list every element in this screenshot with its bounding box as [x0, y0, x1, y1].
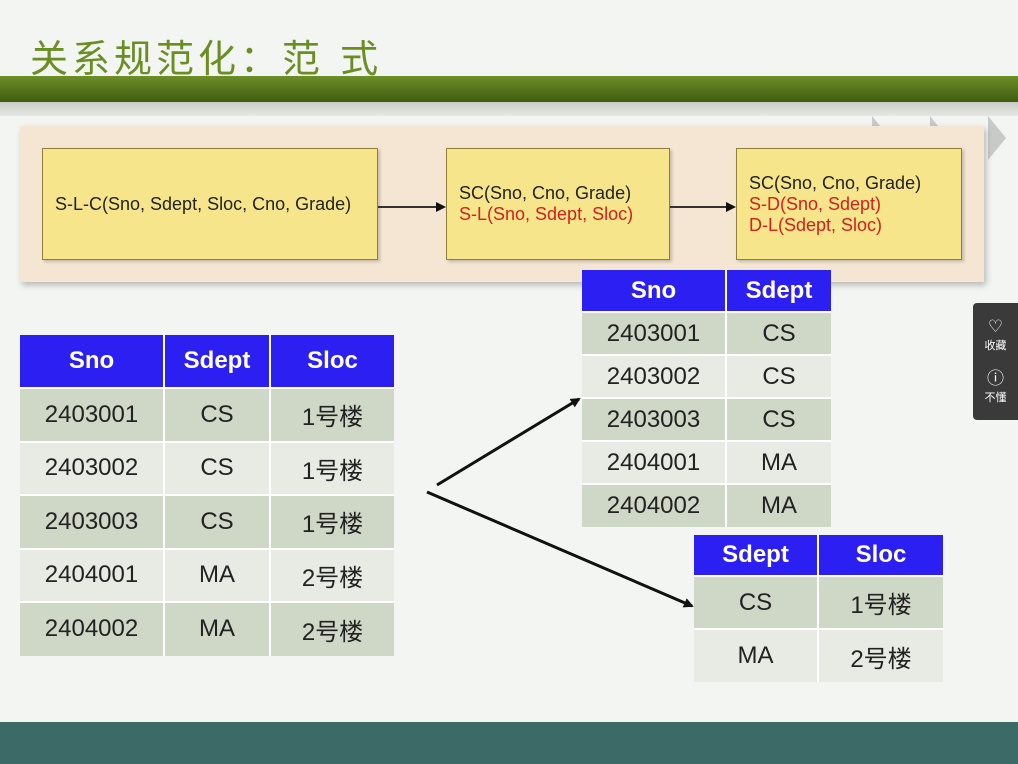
flow-box-slc: S-L-C(Sno, Sdept, Sloc, Cno, Grade)	[42, 148, 378, 260]
heart-icon: ♡	[987, 317, 1004, 337]
unclear-button[interactable]: ⓘ 不懂	[973, 369, 1018, 405]
slide-title: 关系规范化：范 式	[30, 37, 383, 81]
column-header: Sno	[20, 335, 165, 388]
table-cell: MA	[164, 601, 271, 656]
table-cell: CS	[726, 311, 831, 355]
flow-box-step2: SC(Sno, Cno, Grade) S-L(Sno, Sdept, Sloc…	[446, 148, 670, 260]
table-cell: CS	[726, 354, 831, 398]
table-cell: CS	[694, 575, 819, 629]
table-cell: 2403001	[582, 311, 727, 355]
footer-bar	[0, 722, 1018, 764]
table-cell: 1号楼	[270, 494, 394, 549]
table-cell: CS	[164, 440, 271, 495]
split-arrow-lower	[426, 490, 694, 608]
column-header: Sdept	[164, 335, 271, 388]
flow-box-step3-line2: S-D(Sno, Sdept)	[749, 193, 882, 214]
table-cell: 1号楼	[270, 387, 394, 442]
flow-box-step3-line1: SC(Sno, Cno, Grade)	[749, 172, 922, 193]
table-cell: 2号楼	[818, 628, 943, 682]
table-cell: 2403002	[20, 440, 165, 495]
table-cell: 2404002	[20, 601, 165, 656]
table-cell: 2403001	[20, 387, 165, 442]
side-action-panel: ♡ 收藏 ⓘ 不懂	[973, 303, 1018, 420]
question-icon: ⓘ	[987, 369, 1004, 389]
flow-box-step3-line3: D-L(Sdept, Sloc)	[749, 214, 883, 235]
column-header: Sdept	[726, 270, 831, 312]
unclear-label: 不懂	[984, 391, 1007, 404]
table-cell: 2号楼	[270, 601, 394, 656]
split-arrow-upper	[436, 397, 581, 487]
table-cell: CS	[164, 387, 271, 442]
flow-box-slc-line1: S-L-C(Sno, Sdept, Sloc, Cno, Grade)	[55, 193, 352, 214]
column-header: Sloc	[270, 335, 394, 388]
title-bar-shadow	[0, 102, 1018, 116]
table-cell: CS	[164, 494, 271, 549]
title-bar	[0, 76, 1018, 102]
table-cell: CS	[726, 397, 831, 441]
table-cell: MA	[694, 628, 819, 682]
table-cell: MA	[726, 483, 831, 527]
table-cell: 2404001	[582, 440, 727, 484]
favorite-label: 收藏	[984, 339, 1007, 352]
table-cell: MA	[164, 547, 271, 602]
table-cell: 1号楼	[270, 440, 394, 495]
table-cell: 2403003	[20, 494, 165, 549]
table-cell: 2403003	[582, 397, 727, 441]
table-cell: MA	[726, 440, 831, 484]
decor-chevron-3	[988, 116, 1006, 160]
column-header: Sno	[582, 270, 727, 312]
flow-box-step2-line2: S-L(Sno, Sdept, Sloc)	[459, 204, 634, 224]
table-cell: 2号楼	[270, 547, 394, 602]
flow-box-step2-line1: SC(Sno, Cno, Grade)	[459, 183, 632, 203]
column-header: Sdept	[694, 535, 819, 576]
flow-box-step3: SC(Sno, Cno, Grade) S-D(Sno, Sdept) D-L(…	[736, 148, 962, 260]
table-cell: 1号楼	[818, 575, 943, 629]
table-cell: 2404001	[20, 547, 165, 602]
table-cell: 2403002	[582, 354, 727, 398]
decomposition-flow-panel: S-L-C(Sno, Sdept, Sloc, Cno, Grade) SC(S…	[20, 126, 984, 282]
column-header: Sloc	[818, 535, 943, 576]
table-cell: 2404002	[582, 483, 727, 527]
favorite-button[interactable]: ♡ 收藏	[973, 317, 1018, 353]
